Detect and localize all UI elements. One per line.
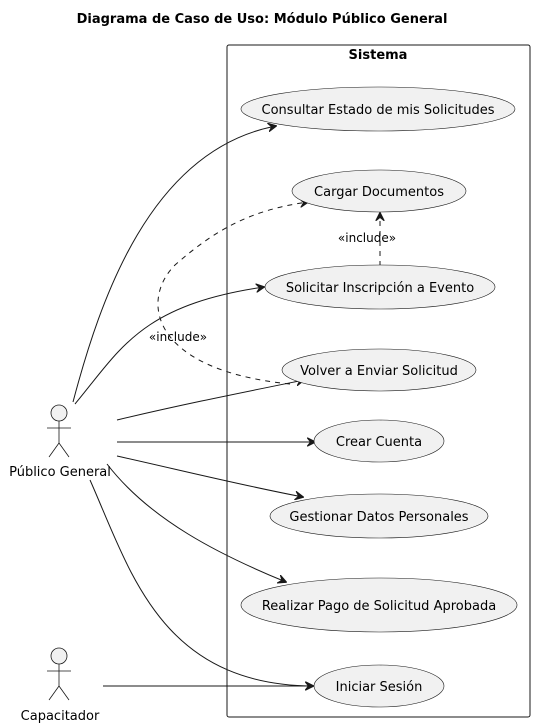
edge-publico-pago (106, 463, 286, 582)
use-case-gestionar: Gestionar Datos Personales (269, 493, 489, 539)
edge-publico-consultar (72, 126, 276, 403)
use-case-crear: Crear Cuenta (313, 419, 445, 463)
include-label-upper: «include» (338, 231, 396, 245)
actor-capacitador: Capacitador (21, 647, 100, 724)
use-case-gestionar-label: Gestionar Datos Personales (289, 510, 468, 525)
stick-figure-icon (47, 404, 71, 458)
edge-publico-volver (116, 380, 304, 421)
use-case-volver: Volver a Enviar Solicitud (281, 348, 477, 392)
use-case-consultar-label: Consultar Estado de mis Solicitudes (262, 103, 495, 118)
use-case-crear-label: Crear Cuenta (336, 435, 422, 450)
include-label-lower: «include» (149, 330, 207, 344)
actor-publico-label: Público General (9, 465, 111, 480)
use-case-pago-label: Realizar Pago de Solicitud Aprobada (262, 599, 496, 614)
use-case-cargar-label: Cargar Documentos (314, 185, 444, 200)
system-label: Sistema (349, 48, 408, 63)
edge-publico-sesion (89, 479, 313, 686)
use-case-sesion-label: Iniciar Sesión (336, 680, 423, 695)
include-volver-cargar (157, 202, 308, 385)
edge-publico-solicitar (74, 287, 264, 405)
use-case-consultar: Consultar Estado de mis Solicitudes (240, 86, 516, 132)
use-case-cargar: Cargar Documentos (291, 169, 467, 213)
edge-publico-gestionar (116, 455, 303, 497)
diagram-title: Diagrama de Caso de Uso: Módulo Público … (77, 12, 448, 27)
use-case-pago: Realizar Pago de Solicitud Aprobada (240, 577, 518, 633)
use-case-solicitar: Solicitar Inscripción a Evento (264, 264, 496, 310)
use-case-sesion: Iniciar Sesión (313, 664, 445, 708)
use-case-volver-label: Volver a Enviar Solicitud (300, 364, 458, 379)
stick-figure-icon (47, 647, 71, 701)
actor-capacitador-label: Capacitador (21, 709, 100, 724)
use-case-solicitar-label: Solicitar Inscripción a Evento (286, 281, 474, 296)
actor-publico-general: Público General (9, 404, 111, 480)
system-boundary (226, 44, 531, 718)
